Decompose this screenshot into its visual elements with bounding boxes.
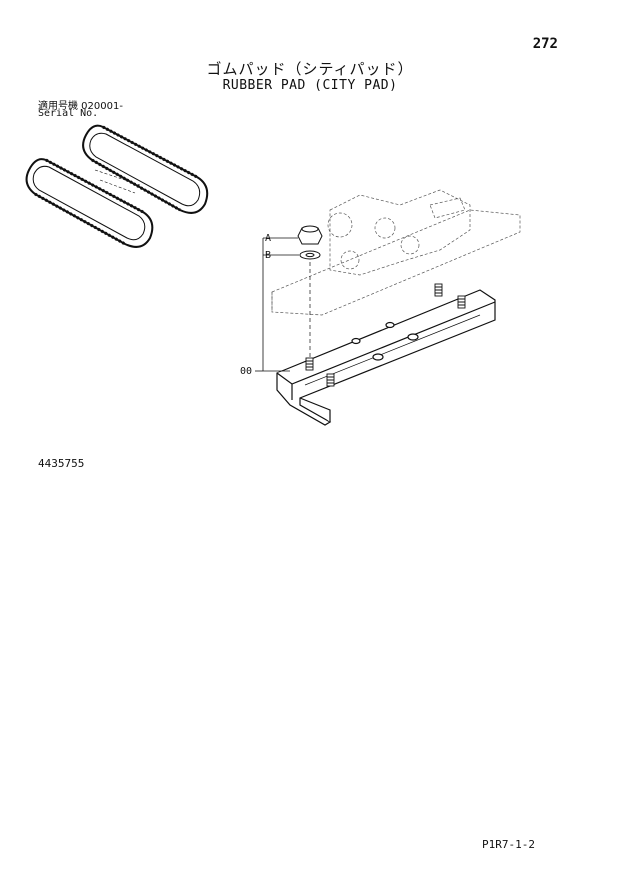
- footer-code: P1R7-1-2: [482, 838, 535, 851]
- callout-a-label: A: [265, 233, 271, 244]
- stud-left-front: [326, 373, 335, 387]
- page-title-japanese: ゴムパッド（シティパッド）: [206, 60, 414, 78]
- part-code: 4435755: [38, 457, 85, 470]
- stud-right-front: [457, 295, 466, 309]
- page-title-english: RUBBER PAD (CITY PAD): [222, 78, 398, 93]
- serial-label-english: Serial No.: [38, 108, 99, 119]
- track-overview-illustration: [25, 124, 209, 248]
- callout-b-label: B: [265, 250, 271, 261]
- serial-label-japanese: 適用号機 020001-: [38, 101, 123, 112]
- callout-00-label: 00: [240, 366, 252, 377]
- nut-part: [297, 225, 323, 245]
- stud-right-rear: [434, 283, 443, 297]
- page-number: 272: [532, 36, 558, 52]
- stud-left-rear: [305, 357, 314, 371]
- callout-bracket: [255, 237, 299, 372]
- rear-track-loop: [82, 124, 209, 214]
- washer-part: [299, 250, 321, 260]
- link-assembly-ghost: [271, 189, 521, 316]
- rubber-pad-part: [276, 289, 496, 426]
- pad-studs: [305, 283, 466, 387]
- front-track-loop: [25, 158, 154, 248]
